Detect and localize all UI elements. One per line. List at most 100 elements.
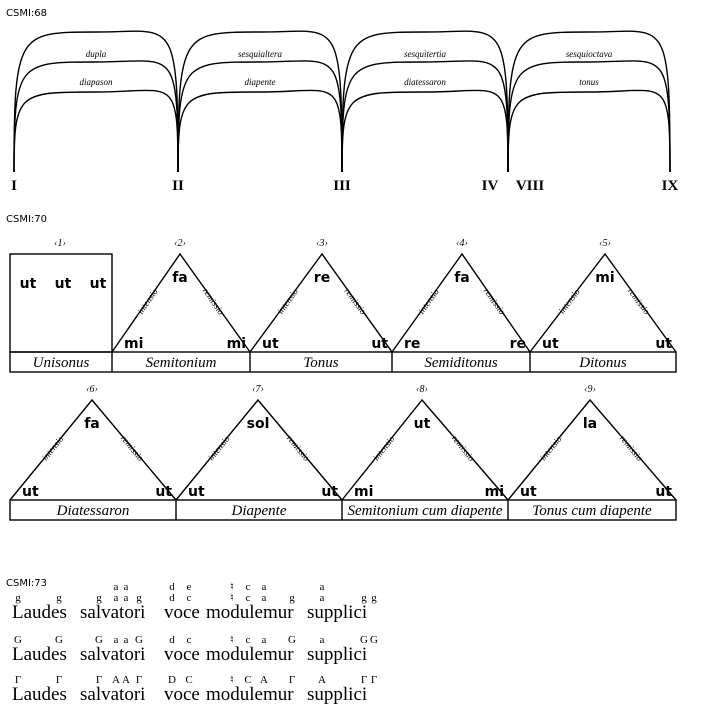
arc	[13, 89, 179, 173]
ratio-label: dupla	[86, 49, 107, 59]
top-syllable: fa	[172, 270, 188, 286]
note-letter: a	[124, 634, 129, 646]
note-letter: Γ	[136, 674, 142, 686]
remissio-label: remissio	[450, 433, 477, 463]
numeral-label: III	[333, 178, 351, 194]
remissio-label: remissio	[618, 433, 645, 463]
interval-number: ‹4›	[456, 238, 468, 249]
note-letter: G	[135, 634, 143, 646]
right-syllable: mi	[485, 484, 504, 500]
syllable: ut	[55, 276, 72, 292]
note-letter: C	[244, 674, 251, 686]
upper-note-letter: a	[320, 581, 325, 593]
note-letter: Γ	[371, 674, 377, 686]
note-letter: c	[187, 592, 192, 604]
note-letter: G	[95, 634, 103, 646]
figure-label-68: CSMI:68	[6, 8, 47, 19]
lyric-word: modulemur	[206, 602, 294, 623]
remissio-label: remissio	[342, 286, 368, 317]
syllable: ut	[20, 276, 37, 292]
lyric-word: salvatori	[80, 644, 145, 665]
interval-number: ‹2›	[174, 238, 186, 249]
lyric-word: Laudes	[12, 602, 67, 623]
interval-name: Semitonium	[146, 355, 217, 371]
left-syllable: ut	[188, 484, 205, 500]
upper-note-letter: d	[169, 581, 175, 593]
note-letter: c	[246, 634, 251, 646]
note-letter: a	[320, 634, 325, 646]
lyric-word: supplici	[307, 602, 367, 623]
right-syllable: ut	[321, 484, 338, 500]
right-syllable: re	[510, 336, 526, 352]
note-letter: g	[136, 592, 142, 604]
lyric-word: supplici	[307, 684, 367, 705]
arc	[507, 89, 671, 173]
note-letter: a	[114, 592, 119, 604]
note-letter: a	[114, 634, 119, 646]
interval-number: ‹7›	[252, 384, 264, 395]
top-syllable: mi	[595, 270, 614, 286]
top-syllable: fa	[454, 270, 470, 286]
arc	[507, 30, 671, 173]
note-letter: Γ	[289, 674, 295, 686]
note-letter: g	[96, 592, 102, 604]
note-letter: G	[55, 634, 63, 646]
intensio-label: intensio	[538, 434, 564, 463]
upper-note-letter: ♮	[230, 581, 234, 593]
note-letter: ♮	[230, 592, 234, 604]
right-syllable: ut	[655, 484, 672, 500]
ratio-label: sesquitertia	[404, 49, 446, 59]
interval-label: diatessaron	[404, 77, 446, 87]
upper-note-letter: e	[187, 581, 192, 593]
right-syllable: ut	[371, 336, 388, 352]
left-syllable: ut	[22, 484, 39, 500]
interval-label: diapente	[245, 77, 276, 87]
note-letter: G	[14, 634, 22, 646]
interval-name: Semiditonus	[424, 355, 497, 371]
interval-number: ‹9›	[584, 384, 596, 395]
syllable: ut	[90, 276, 107, 292]
arc	[341, 60, 509, 173]
interval-name: Tonus	[303, 355, 338, 371]
remissio-label: remissio	[201, 286, 227, 317]
interval-name: Ditonus	[578, 355, 627, 371]
intensio-label: intensio	[275, 286, 300, 315]
note-letter: c	[187, 634, 192, 646]
interval-name: Diatessaron	[56, 503, 130, 519]
arc	[177, 89, 343, 173]
arc	[341, 30, 509, 173]
triangle	[391, 252, 531, 353]
remissio-label: remissio	[119, 433, 146, 463]
note-letter: a	[262, 634, 267, 646]
right-syllable: ut	[655, 336, 672, 352]
triangle	[249, 252, 393, 353]
interval-label: tonus	[579, 77, 599, 87]
left-syllable: re	[404, 336, 420, 352]
lyric-word: modulemur	[206, 644, 294, 665]
note-letter: A	[112, 674, 120, 686]
left-syllable: ut	[542, 336, 559, 352]
numeral-label: IX	[662, 178, 679, 194]
upper-note-letter: a	[124, 581, 129, 593]
triangle	[9, 398, 177, 501]
arc	[13, 30, 179, 173]
triangle	[111, 252, 251, 353]
top-syllable: sol	[247, 416, 270, 432]
triangle	[341, 398, 509, 501]
intensio-label: intensio	[40, 434, 66, 463]
unison-box	[9, 253, 113, 353]
left-syllable: mi	[124, 336, 143, 352]
triangle	[507, 398, 677, 501]
intensio-label: intensio	[206, 434, 232, 463]
interval-number: ‹3›	[316, 238, 328, 249]
top-syllable: re	[314, 270, 330, 286]
arc	[13, 60, 179, 173]
interval-name: Semitonium cum diapente	[348, 503, 503, 519]
upper-note-letter: c	[246, 581, 251, 593]
top-syllable: la	[583, 416, 597, 432]
note-letter: a	[262, 592, 267, 604]
note-letter: g	[56, 592, 62, 604]
